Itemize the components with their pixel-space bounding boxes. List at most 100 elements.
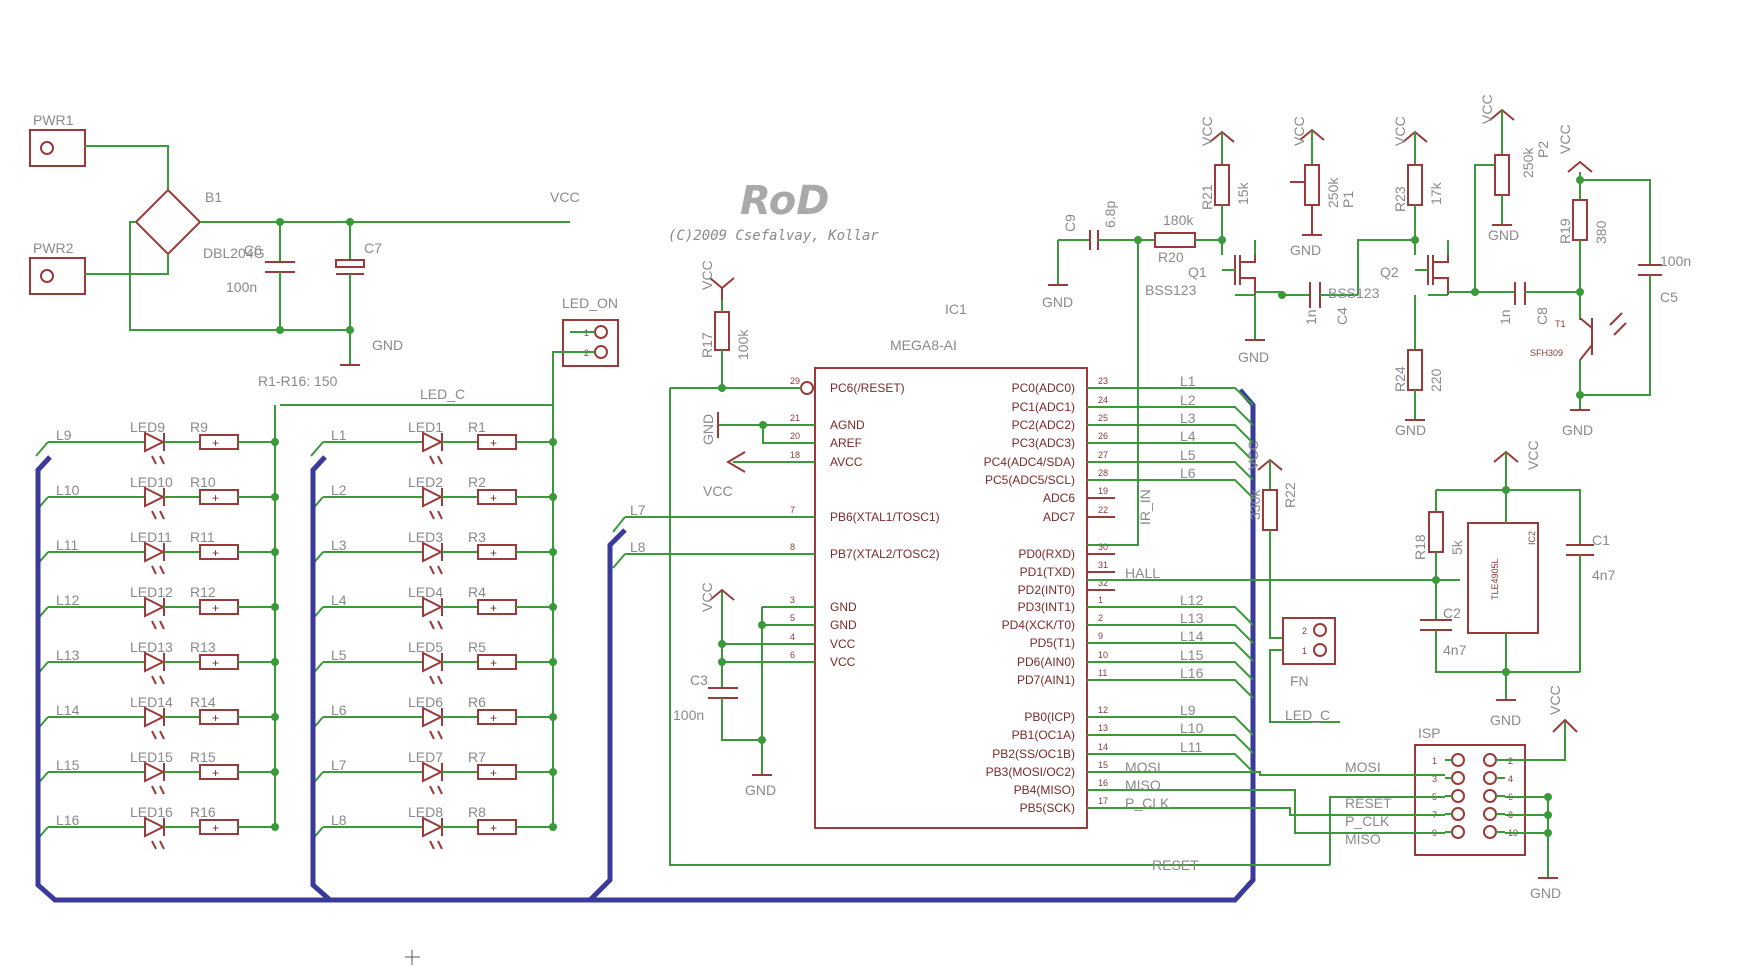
pin-name: PC4(ADC4/SDA): [984, 455, 1075, 469]
net-label: L11: [1180, 739, 1203, 755]
pin-name: PC6(/RESET): [830, 381, 905, 395]
r17-value: 100k: [735, 329, 751, 360]
pin-number: 21: [790, 413, 800, 423]
led-symbol: [422, 816, 444, 838]
q2-type: BSS123: [1328, 285, 1380, 301]
net-mosi-mcu: MOSI: [1125, 759, 1161, 775]
svg-text:+: +: [490, 766, 497, 780]
r20-value: 180k: [1163, 212, 1194, 228]
vcc-label-main: VCC: [550, 189, 580, 205]
pin-number: 3: [790, 595, 795, 605]
pwr1-connector: [29, 129, 86, 167]
pin-name: GND: [830, 600, 857, 614]
led-label: LED7: [408, 749, 443, 765]
pin-name: PD3(INT1): [1018, 600, 1075, 614]
c4-label: C4: [1334, 307, 1350, 325]
led-label: LED15: [130, 749, 173, 765]
led-symbol: [144, 651, 166, 673]
r21-label: R21: [1199, 184, 1215, 210]
led-c-fn: LED_C: [1285, 707, 1330, 723]
c3-label: C3: [690, 672, 708, 688]
pin-number: 4: [790, 632, 795, 642]
led-symbol: [422, 706, 444, 728]
pin-name: PD5(T1): [1030, 636, 1075, 650]
pin-number: 1: [1098, 595, 1103, 605]
net-label: L14: [1180, 628, 1204, 644]
r23-value: 17k: [1428, 181, 1444, 205]
c2-value: 4n7: [1443, 642, 1467, 658]
p1-label: P1: [1340, 191, 1356, 208]
led-label: LED5: [408, 639, 443, 655]
pin-name: PC1(ADC1): [1012, 400, 1075, 414]
pin-name: GND: [830, 618, 857, 632]
pin-name: VCC: [830, 655, 856, 669]
pin-name: PD2(INT0): [1018, 583, 1075, 597]
pin-name: AGND: [830, 418, 865, 432]
led-label: LED2: [408, 474, 443, 490]
net-miso-mcu: MISO: [1125, 777, 1161, 793]
pin-name: ADC6: [1043, 491, 1075, 505]
net-pclk-mcu: P_CLK: [1125, 795, 1170, 811]
led-label: LED13: [130, 639, 173, 655]
gnd-q1: GND: [1238, 349, 1269, 365]
led-symbol: [144, 486, 166, 508]
pin-number: 23: [1098, 376, 1108, 386]
led-label: LED1: [408, 419, 443, 435]
gnd-ic2: GND: [1490, 712, 1521, 728]
pwr2-connector: [29, 257, 86, 295]
c8-value: 1n: [1497, 309, 1513, 325]
net-reset-isp: RESET: [1345, 795, 1392, 811]
svg-text:1: 1: [1302, 646, 1307, 656]
pin-number: 8: [790, 542, 795, 552]
pin-number: 14: [1098, 742, 1108, 752]
vcc-r21: VCC: [1199, 116, 1215, 146]
net-label: L6: [331, 702, 347, 718]
resistor-label: R3: [468, 529, 486, 545]
svg-text:+: +: [212, 656, 219, 670]
vcc-r17: VCC: [699, 260, 715, 290]
resistor-label: R7: [468, 749, 486, 765]
r20-label: R20: [1158, 249, 1184, 265]
net-label: L12: [56, 592, 80, 608]
c7-label: C7: [364, 240, 382, 256]
pin-name: PC0(ADC0): [1012, 381, 1075, 395]
t1-type: SFH309: [1530, 348, 1563, 358]
pin-number: 22: [1098, 505, 1108, 515]
svg-text:+: +: [490, 546, 497, 560]
pwr2-pin: [40, 269, 54, 283]
vcc-c3: VCC: [699, 582, 715, 612]
net-label: L10: [56, 482, 80, 498]
svg-text:+: +: [490, 436, 497, 450]
resistor-label: R5: [468, 639, 486, 655]
gnd-label-main: GND: [372, 337, 403, 353]
vcc-ic2: VCC: [1525, 440, 1541, 470]
isp-pin-number: 4: [1508, 774, 1513, 784]
led-symbol: [422, 761, 444, 783]
net-label: L2: [331, 482, 347, 498]
pin-number: 31: [1098, 560, 1108, 570]
led-label: LED3: [408, 529, 443, 545]
pin-number: 19: [1098, 486, 1108, 496]
pin-number: 6: [790, 650, 795, 660]
net-label: L13: [56, 647, 80, 663]
r19-label: R19: [1557, 218, 1573, 244]
t1-label: T1: [1555, 319, 1566, 329]
resistor-label: R2: [468, 474, 486, 490]
gnd-p2: GND: [1488, 227, 1519, 243]
net-label: L15: [56, 757, 80, 773]
pin-number: 28: [1098, 468, 1108, 478]
mcu-right-pins: 23PC0(ADC0)L124PC1(ADC1)L225PC2(ADC2)L32…: [984, 373, 1204, 815]
net-label: L5: [1180, 447, 1196, 463]
resistor-label: R13: [190, 639, 216, 655]
